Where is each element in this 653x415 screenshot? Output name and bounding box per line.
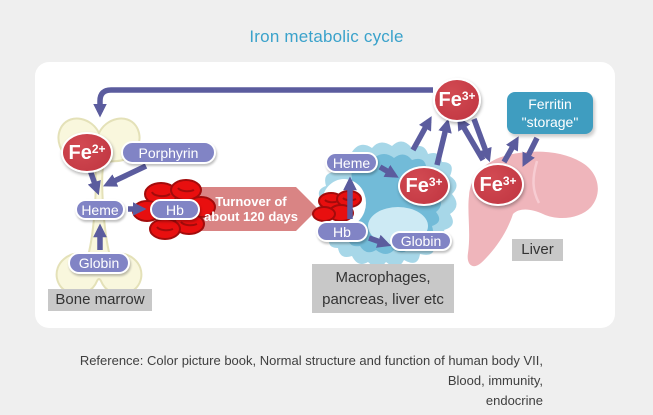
arrow-fe2-to-heme — [87, 169, 101, 196]
bone-marrow-label: Bone marrow — [48, 289, 152, 311]
fe-symbol: Fe — [405, 175, 429, 197]
fe-charge: 3+ — [502, 173, 517, 188]
globin-marrow-node: Globin — [68, 252, 130, 274]
fe-charge: 3+ — [461, 89, 476, 103]
hb-macrophage-node: Hb — [316, 221, 368, 242]
turnover-banner-shape — [192, 187, 318, 231]
macrophages-label-line2: pancreas, liver etc — [322, 290, 444, 308]
fe-symbol: Fe — [479, 173, 503, 196]
arrow-fe3mac-to-fe3top-1 — [410, 116, 432, 152]
hb-marrow-node: Hb — [150, 199, 200, 220]
page-title: Iron metabolic cycle — [249, 27, 404, 46]
porphyrin-node: Porphyrin — [121, 141, 216, 164]
ferritin-line1: Ferritin — [528, 96, 572, 112]
heme-marrow-node: Heme — [75, 199, 125, 220]
reference-line2: endocrine — [485, 393, 543, 408]
turnover-line2: about 120 days — [204, 209, 298, 224]
heme-macrophage-node: Heme — [325, 152, 378, 173]
macrophages-label-line1: Macrophages, — [335, 268, 431, 286]
macrophages-label: Macrophages, pancreas, liver etc — [312, 264, 454, 313]
ferritin-storage-box: Ferritin "storage" — [507, 92, 593, 134]
arrow-porphyrin-to-heme — [103, 163, 148, 187]
flow-arrows — [87, 87, 540, 250]
liver-label: Liver — [512, 239, 563, 261]
turnover-banner-text: Turnover of about 120 days — [192, 190, 318, 228]
ferritin-line2: "storage" — [521, 114, 579, 130]
reference-text: Reference: Color picture book, Normal st… — [40, 351, 543, 411]
globin-macrophage-node: Globin — [390, 231, 452, 251]
arrow-fe3top-to-liver — [471, 118, 492, 163]
arrow-ferritin-to-liver — [522, 136, 540, 167]
arrow-fe3mac-to-fe3top-2 — [434, 118, 452, 166]
fe-charge: 2+ — [91, 141, 106, 156]
arrow-fe3-to-bone-marrow — [93, 87, 433, 118]
fe-charge: 3+ — [428, 175, 443, 189]
turnover-line1: Turnover of — [215, 194, 287, 209]
reference-line1: Reference: Color picture book, Normal st… — [79, 353, 543, 388]
fe-symbol: Fe — [68, 141, 92, 164]
arrow-heme-to-fe3-mac — [378, 164, 399, 178]
fe-symbol: Fe — [438, 89, 462, 111]
arrow-hb-to-globin-mac — [368, 234, 392, 248]
arrow-liver-to-ferritin — [501, 136, 519, 164]
